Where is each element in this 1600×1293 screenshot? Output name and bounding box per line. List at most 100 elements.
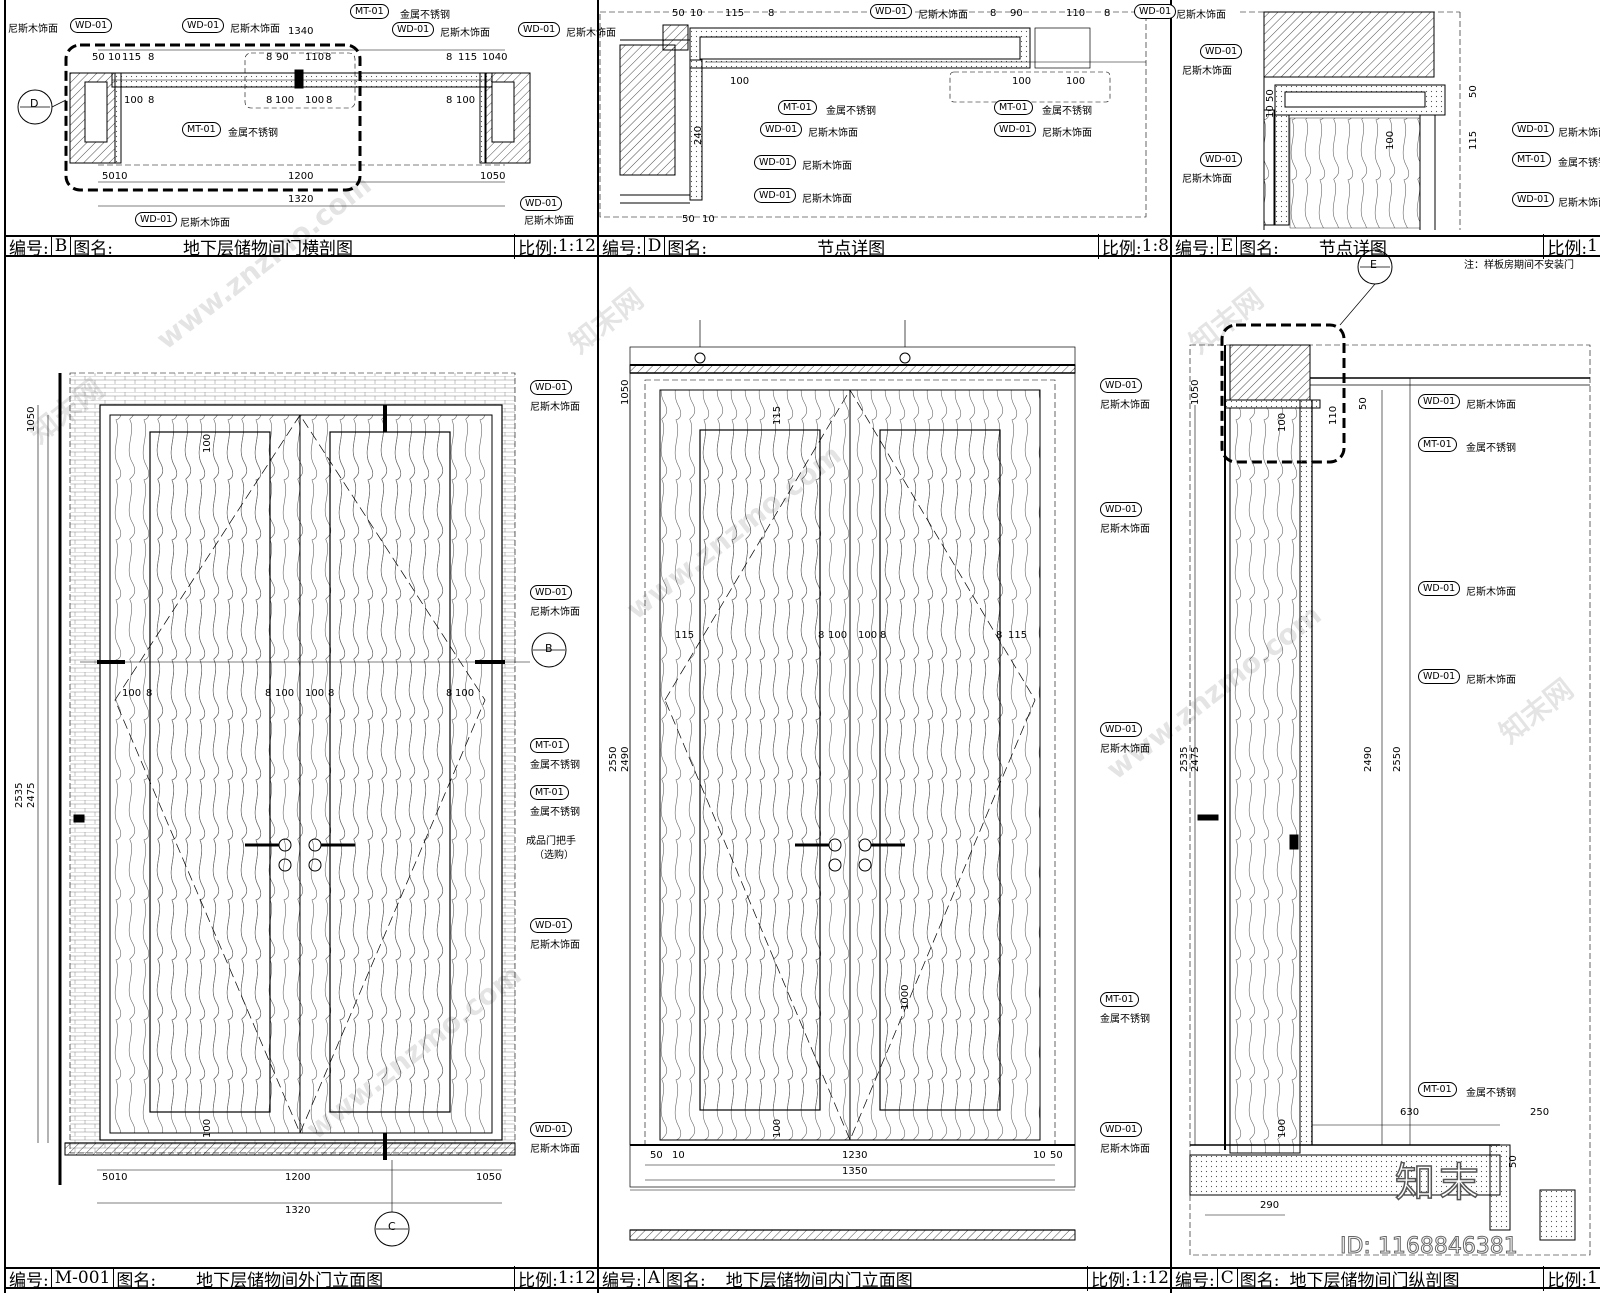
- dimension: 10: [1033, 1150, 1046, 1161]
- material-name: 金属不锈钢: [400, 10, 450, 21]
- dimension: 8: [328, 688, 335, 699]
- material-tag: WD-01: [994, 122, 1037, 137]
- material-name: 尼斯木饰面: [230, 24, 280, 35]
- material-name: 尼斯木饰面: [1100, 400, 1150, 411]
- material-tag: WD-01: [392, 22, 435, 37]
- name-label: 图名:: [73, 238, 113, 259]
- material-tag: WD-01: [1418, 394, 1461, 409]
- dimension: 110: [1328, 405, 1339, 425]
- name-label: 图名:: [1239, 238, 1279, 259]
- dimension: 100: [730, 76, 750, 87]
- panel-number: E: [1216, 236, 1238, 256]
- material-name: 金属不锈钢: [1558, 158, 1600, 169]
- material-name: 金属不锈钢: [228, 128, 278, 139]
- dimension: 10: [690, 8, 703, 19]
- panel-scale: 1:12: [557, 1268, 596, 1288]
- scale-label: 比例:: [1087, 1265, 1131, 1291]
- panel-scale: 1:12: [557, 236, 596, 256]
- material-tag: WD-01: [70, 18, 113, 33]
- dimension: 100: [202, 1118, 213, 1138]
- material-tag: WD-01: [1418, 581, 1461, 596]
- dimension: 1350: [842, 1166, 868, 1177]
- material-tag: WD-01: [754, 188, 797, 203]
- panel-a-drawing: [629, 320, 1076, 1241]
- dimension: 8: [266, 95, 273, 106]
- material-name: 尼斯木饰面: [802, 194, 852, 205]
- material-name: 尼斯木饰面: [1100, 524, 1150, 535]
- material-name: 金属不锈钢: [1100, 1014, 1150, 1025]
- image-id: ID: 1168846381: [1340, 1234, 1519, 1260]
- dimension: 1200: [288, 171, 314, 182]
- panel-number: B: [50, 236, 72, 256]
- dimension: 8: [1104, 8, 1111, 19]
- dimension: 1050: [620, 379, 631, 405]
- scale-label: 比例:: [514, 1265, 558, 1291]
- dimension: 110: [305, 52, 325, 63]
- material-name: 尼斯木饰面: [8, 24, 58, 35]
- num-label: 编号:: [602, 238, 642, 259]
- dimension: 2550: [608, 746, 619, 772]
- dimension: 2535: [1179, 746, 1190, 772]
- material-tag: WD-01: [530, 380, 573, 395]
- dimension: 100: [456, 95, 476, 106]
- dimension: 8: [446, 95, 453, 106]
- note-text: 注：样板房期间不安装门: [1464, 260, 1574, 271]
- panel-name: 地下层储物间外门立面图: [196, 1270, 384, 1291]
- detail-callout: E: [1370, 258, 1377, 271]
- dimension: 100: [305, 688, 325, 699]
- dimension: 630: [1400, 1107, 1420, 1118]
- material-name: 尼斯木饰面: [808, 128, 858, 139]
- material-name: 金属不锈钢: [826, 106, 876, 117]
- dimension: 2490: [620, 746, 631, 772]
- dimension: 2550: [1392, 746, 1403, 772]
- dimension: 10: [108, 52, 121, 63]
- dimension: 8: [326, 95, 333, 106]
- material-name: 尼斯木饰面: [1182, 174, 1232, 185]
- panel-d-drawing: [599, 11, 1147, 218]
- dimension: 250: [1530, 1107, 1550, 1118]
- material-tag: WD-01: [1100, 502, 1143, 517]
- material-name: 金属不锈钢: [1466, 1088, 1516, 1099]
- material-name: 尼斯木饰面: [530, 940, 580, 951]
- name-label: 图名:: [667, 238, 708, 259]
- material-name: 尼斯木饰面: [530, 402, 580, 413]
- dimension: 100: [772, 1118, 783, 1138]
- dimension: 100: [1277, 412, 1288, 432]
- material-name: 尼斯木饰面: [918, 10, 968, 21]
- num-label: 编号:: [1175, 238, 1215, 259]
- name-label: 图名:: [1239, 1270, 1280, 1291]
- scale-label: 比例:: [1097, 233, 1142, 259]
- material-tag: WD-01: [530, 1122, 573, 1137]
- material-name: 尼斯木饰面: [1100, 1144, 1150, 1155]
- dimension: 8: [446, 52, 453, 63]
- num-label: 编号:: [1175, 1270, 1215, 1291]
- panel-number: M-001: [50, 1268, 115, 1288]
- panel-m001-drawing: [37, 372, 567, 1247]
- dimension: 10: [702, 214, 715, 225]
- material-name: 金属不锈钢: [530, 807, 580, 818]
- panel-name: 节点详图: [817, 238, 886, 259]
- material-tag: MT-01: [530, 738, 569, 753]
- dimension: 50: [650, 1150, 663, 1161]
- dimension: 2490: [1363, 746, 1374, 772]
- title-bar-d: 编号: D 图名: 节点详图 比例: 1:8: [598, 233, 1171, 259]
- material-tag: MT-01: [530, 785, 569, 800]
- dimension: 8: [880, 630, 887, 641]
- dimension: 115: [725, 8, 745, 19]
- material-tag: WD-01: [1100, 378, 1143, 393]
- title-bar-e: 编号: E 图名: 节点详图 比例: 1: [1171, 233, 1600, 259]
- panel-c-drawing: [1189, 249, 1591, 1256]
- dimension: 50: [682, 214, 695, 225]
- material-tag: WD-01: [1100, 722, 1143, 737]
- dimension: 100: [455, 688, 475, 699]
- dimension: 115: [122, 52, 142, 63]
- panel-number: C: [1216, 1268, 1238, 1288]
- material-tag: WD-01: [754, 155, 797, 170]
- dimension: 8: [266, 52, 273, 63]
- section-callout: C: [388, 1220, 396, 1233]
- dimension: 8: [325, 52, 332, 63]
- title-bar-m001: 编号: M-001 图名: 地下层储物间外门立面图 比例: 1:12: [5, 1265, 598, 1291]
- dimension: 100: [828, 630, 848, 641]
- dimension: 8: [996, 630, 1003, 641]
- dimension: 1320: [288, 194, 314, 205]
